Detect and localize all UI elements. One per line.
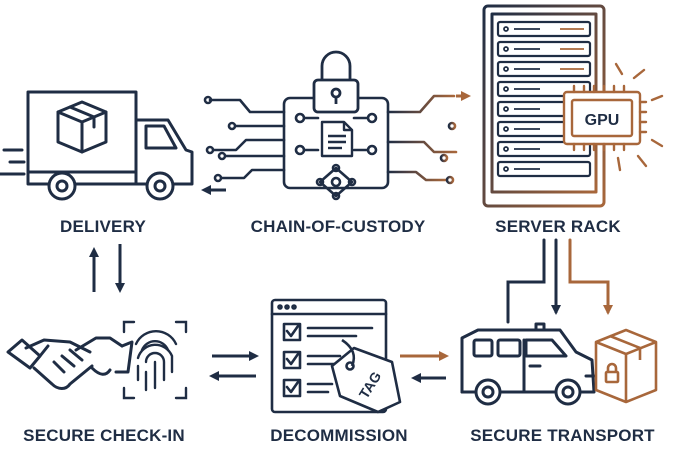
label-chain-of-custody: CHAIN-OF-CUSTODY	[250, 217, 426, 236]
circuit-right-traces	[386, 94, 458, 185]
label-delivery: DELIVERY	[60, 217, 146, 236]
armored-van-icon	[460, 322, 596, 406]
label-server-rack: SERVER RACK	[495, 217, 621, 236]
tag-icon	[330, 338, 402, 414]
arrows-rack-to-transport	[506, 238, 613, 324]
checklist-icon	[270, 298, 388, 414]
handshake-icon	[6, 336, 134, 390]
locked-box-icon	[594, 328, 658, 404]
label-secure-transport: SECURE TRANSPORT	[470, 426, 655, 445]
gpu-label: GPU	[585, 112, 620, 129]
gpu-chip-icon	[562, 62, 664, 172]
padlock-icon	[312, 50, 360, 114]
fingerprint-icon	[122, 320, 188, 400]
label-secure-check-in: SECURE CHECK-IN	[23, 426, 185, 445]
delivery-truck-icon	[0, 90, 194, 201]
document-icon	[320, 120, 354, 158]
circuit-board-icon	[203, 95, 390, 201]
label-decommission: DECOMMISSION	[270, 426, 408, 445]
